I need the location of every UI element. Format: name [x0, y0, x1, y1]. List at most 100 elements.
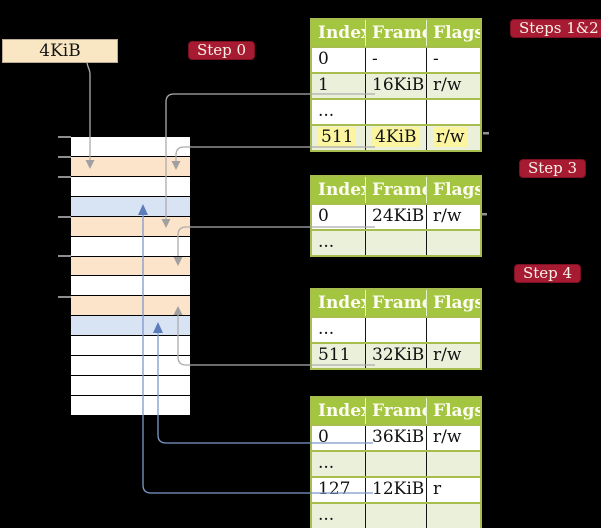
cell-frame: 36KiB [366, 426, 427, 450]
cell-flags: r/w [427, 126, 480, 150]
memory-row [71, 316, 190, 337]
cell-flags: r [433, 479, 442, 499]
column-header-flags: Flags [433, 180, 480, 200]
memory-row [71, 395, 190, 416]
column-header-frame: Frame [366, 398, 427, 424]
page-size-label: 4KiB [39, 41, 81, 61]
cell-index: 0 [312, 48, 366, 72]
cell-index: ... [312, 504, 366, 528]
memory-row [71, 216, 190, 237]
page-table-step-3: Index Frame Flags 0 24KiB r/w ... [310, 175, 482, 257]
cell-flags [427, 504, 480, 528]
column-header-flags: Flags [433, 23, 480, 43]
column-header-flags: Flags [433, 401, 480, 421]
table-row-highlighted: 511 4KiB r/w [312, 124, 480, 150]
cell-frame: 24KiB [366, 205, 427, 229]
cell-index: 1 [312, 74, 366, 98]
cell-index: ... [312, 100, 366, 124]
table-row: 1 16KiB r/w [312, 72, 480, 98]
address-tick [58, 156, 71, 158]
cell-index: ... [312, 452, 366, 476]
column-header-frame: Frame [366, 20, 427, 46]
cell-flags: - [433, 49, 439, 69]
table-row: ... [312, 450, 480, 476]
memory-row [71, 156, 190, 177]
cell-index: 511 [312, 126, 366, 150]
badge-step-3: Step 3 [519, 159, 587, 178]
badge-steps-1-2-label: Steps 1&2 [519, 19, 599, 37]
highlighted-value: 511 [318, 127, 357, 147]
cell-frame: - [366, 48, 427, 72]
table-row: ... [312, 229, 480, 255]
edge-dash-icon [483, 132, 489, 135]
memory-row [71, 196, 190, 217]
memory-row [71, 176, 190, 197]
column-header-index: Index [312, 177, 366, 203]
cell-index: 0 [312, 205, 366, 229]
badge-step-4-label: Step 4 [523, 264, 573, 282]
page-table-last-level: Index Frame Flags 0 36KiB r/w ... 127 12… [310, 396, 482, 528]
cell-frame [366, 318, 427, 342]
table-row: ... [312, 502, 480, 528]
cell-flags [427, 231, 480, 255]
table-row: 127 12KiB r [312, 476, 480, 502]
column-header-frame: Frame [366, 290, 427, 316]
table-row: ... [312, 98, 480, 124]
page-size-box: 4KiB [2, 39, 118, 63]
cell-index: 127 [312, 478, 366, 502]
cell-frame: 12KiB [366, 478, 427, 502]
cell-frame: 32KiB [366, 344, 427, 368]
cell-frame: 4KiB [366, 126, 427, 150]
column-header-flags: Flags [433, 293, 480, 313]
cell-flags [427, 452, 480, 476]
cell-flags: r/w [433, 206, 462, 226]
memory-row [71, 336, 190, 357]
table-row: 0 - - [312, 46, 480, 72]
table-header-row: Index Frame Flags [312, 177, 480, 203]
cell-flags: r/w [433, 427, 462, 447]
cell-index: 511 [312, 344, 366, 368]
memory-row [71, 236, 190, 257]
table-header-row: Index Frame Flags [312, 398, 480, 424]
table-row: 0 36KiB r/w [312, 424, 480, 450]
cell-index: ... [312, 318, 366, 342]
page-table-step-4: Index Frame Flags ... 511 32KiB r/w [310, 288, 482, 370]
address-tick [58, 296, 71, 298]
cell-frame [366, 100, 427, 124]
cell-flags [427, 100, 480, 124]
cell-index: 0 [312, 426, 366, 450]
table-row: ... [312, 316, 480, 342]
memory-row [71, 356, 190, 377]
table-header-row: Index Frame Flags [312, 20, 480, 46]
address-tick [58, 136, 71, 138]
column-header-index: Index [312, 398, 366, 424]
badge-steps-1-2: Steps 1&2 [510, 19, 601, 38]
cell-index: ... [312, 231, 366, 255]
address-tick [58, 176, 71, 178]
badge-step-0-label: Step 0 [197, 41, 247, 59]
memory-row [71, 276, 190, 297]
memory-row [71, 376, 190, 396]
table-header-row: Index Frame Flags [312, 290, 480, 316]
cell-flags: r/w [433, 75, 462, 95]
cell-frame [366, 452, 427, 476]
highlighted-value: 4KiB [372, 127, 420, 147]
cell-frame [366, 231, 427, 255]
column-header-index: Index [312, 20, 366, 46]
address-tick [58, 216, 71, 218]
column-header-index: Index [312, 290, 366, 316]
address-tick [58, 255, 71, 257]
cell-frame: 16KiB [366, 74, 427, 98]
page-table-steps-1-2: Index Frame Flags 0 - - 1 16KiB r/w ... … [310, 18, 482, 152]
highlighted-value: r/w [433, 127, 468, 147]
memory-row [71, 137, 190, 157]
cell-frame [366, 504, 427, 528]
column-header-frame: Frame [366, 177, 427, 203]
cell-flags: r/w [433, 345, 462, 365]
cell-flags [427, 318, 480, 342]
table-row: 0 24KiB r/w [312, 203, 480, 229]
memory-row [71, 296, 190, 317]
badge-step-0: Step 0 [188, 41, 256, 60]
table-row: 511 32KiB r/w [312, 342, 480, 368]
